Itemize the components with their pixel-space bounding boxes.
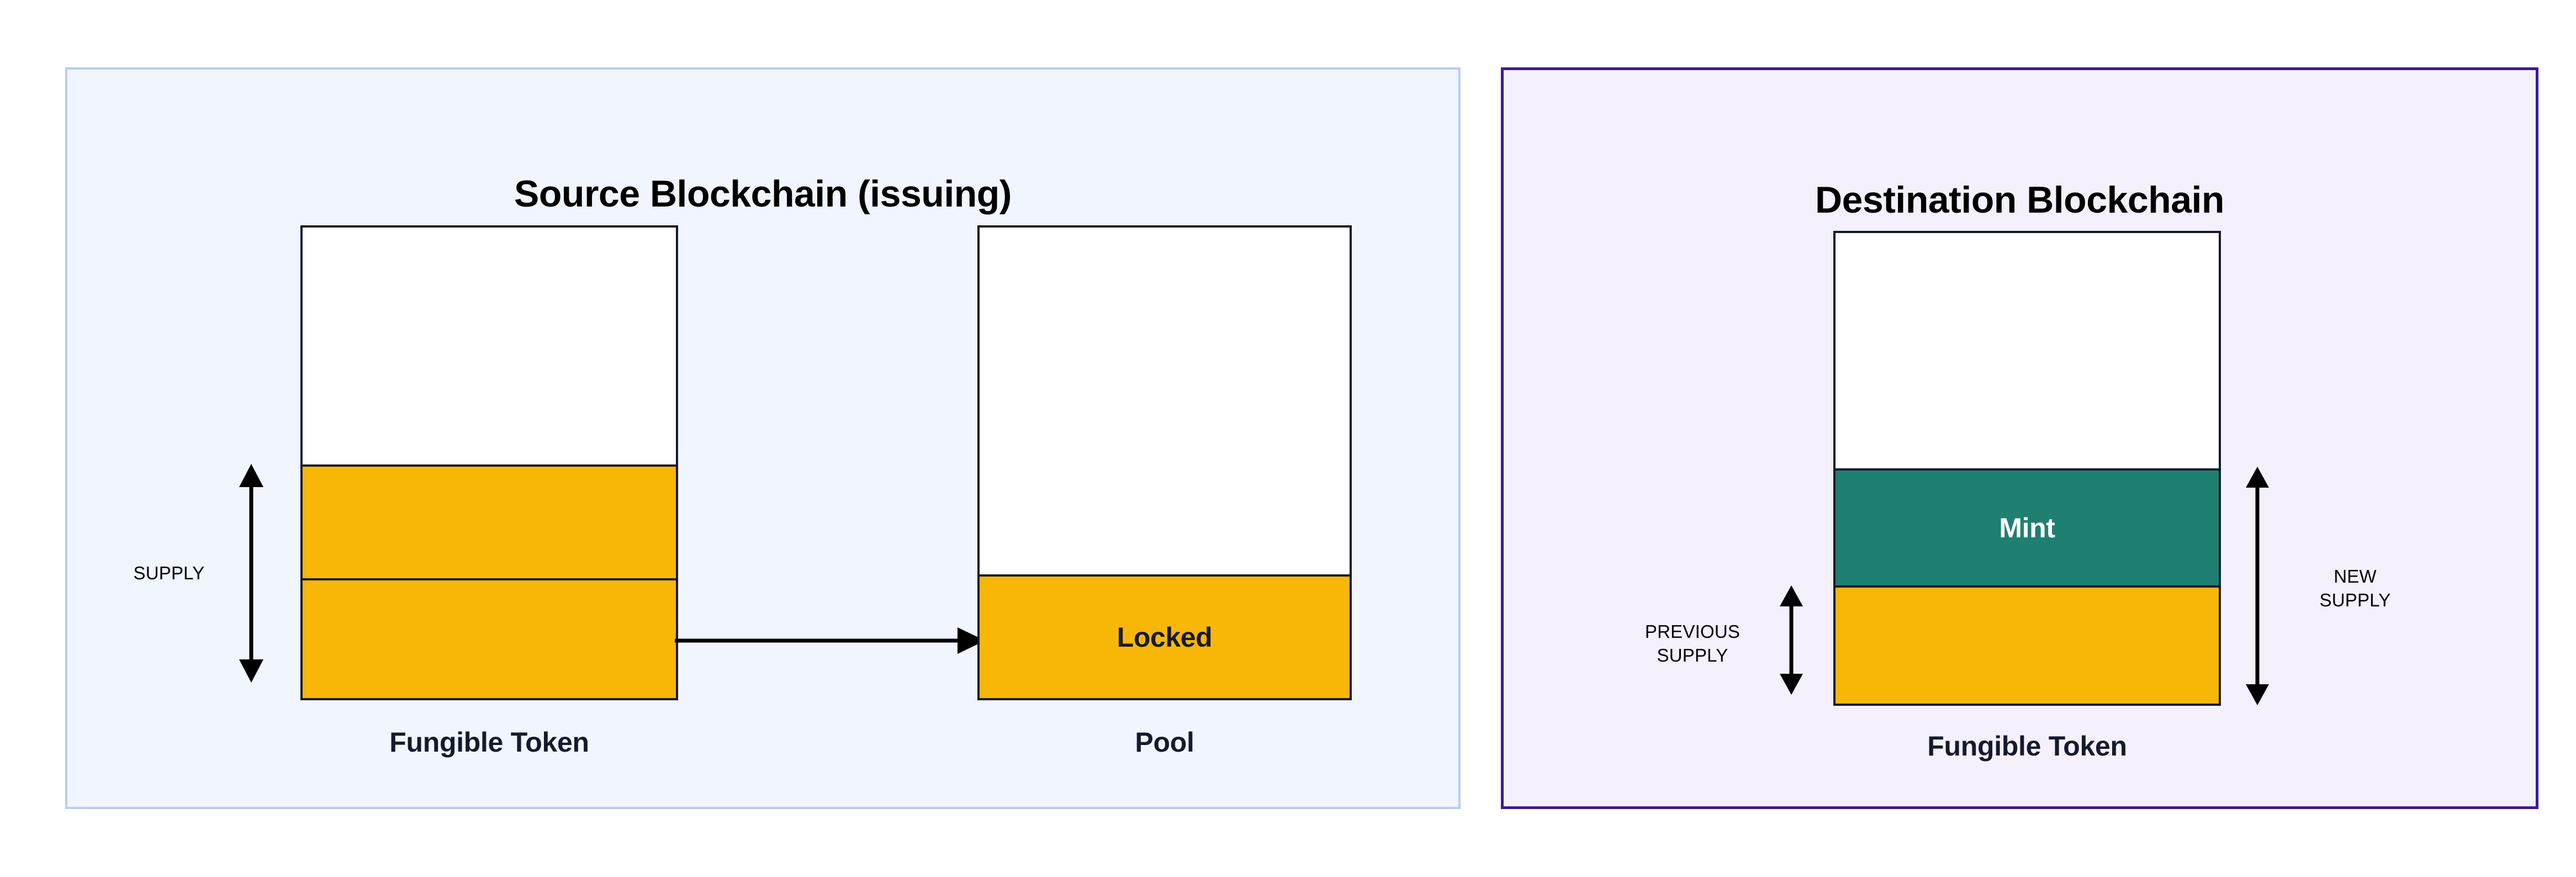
label-supply: SUPPLY (133, 563, 205, 583)
panel-source-title: Source Blockchain (issuing) (514, 173, 1012, 215)
segment-dest-mint-label: Mint (1999, 513, 2055, 543)
segment-source-supply-upper (303, 464, 676, 578)
label-previous-supply: PREVIOUS SUPPLY (1644, 621, 1741, 665)
bar-pool: Locked (977, 225, 1352, 700)
segment-source-supply-lower (303, 578, 676, 698)
segment-dest-mint: Mint (1836, 468, 2219, 585)
segment-source-headroom (303, 228, 676, 464)
bar-source-fungible-token (300, 225, 678, 700)
panel-destination-title: Destination Blockchain (1815, 179, 2224, 221)
measure-supply-arrow (235, 464, 268, 683)
segment-pool-locked-label: Locked (1117, 622, 1213, 653)
caption-source-fungible-token: Fungible Token (389, 727, 589, 758)
caption-destination-fungible-token: Fungible Token (1927, 731, 2127, 762)
caption-pool: Pool (1135, 727, 1194, 758)
segment-dest-headroom (1836, 233, 2219, 468)
segment-dest-previous-supply (1836, 585, 2219, 704)
bar-destination-fungible-token: Mint (1833, 231, 2221, 706)
measure-previous-supply-arrow (1776, 585, 1807, 695)
arrow-transfer-lock (675, 623, 985, 658)
measure-new-supply-arrow (2242, 467, 2273, 705)
label-new-supply: NEW SUPPLY (2319, 566, 2391, 610)
segment-pool-headroom (980, 228, 1350, 574)
segment-pool-locked: Locked (980, 574, 1350, 698)
